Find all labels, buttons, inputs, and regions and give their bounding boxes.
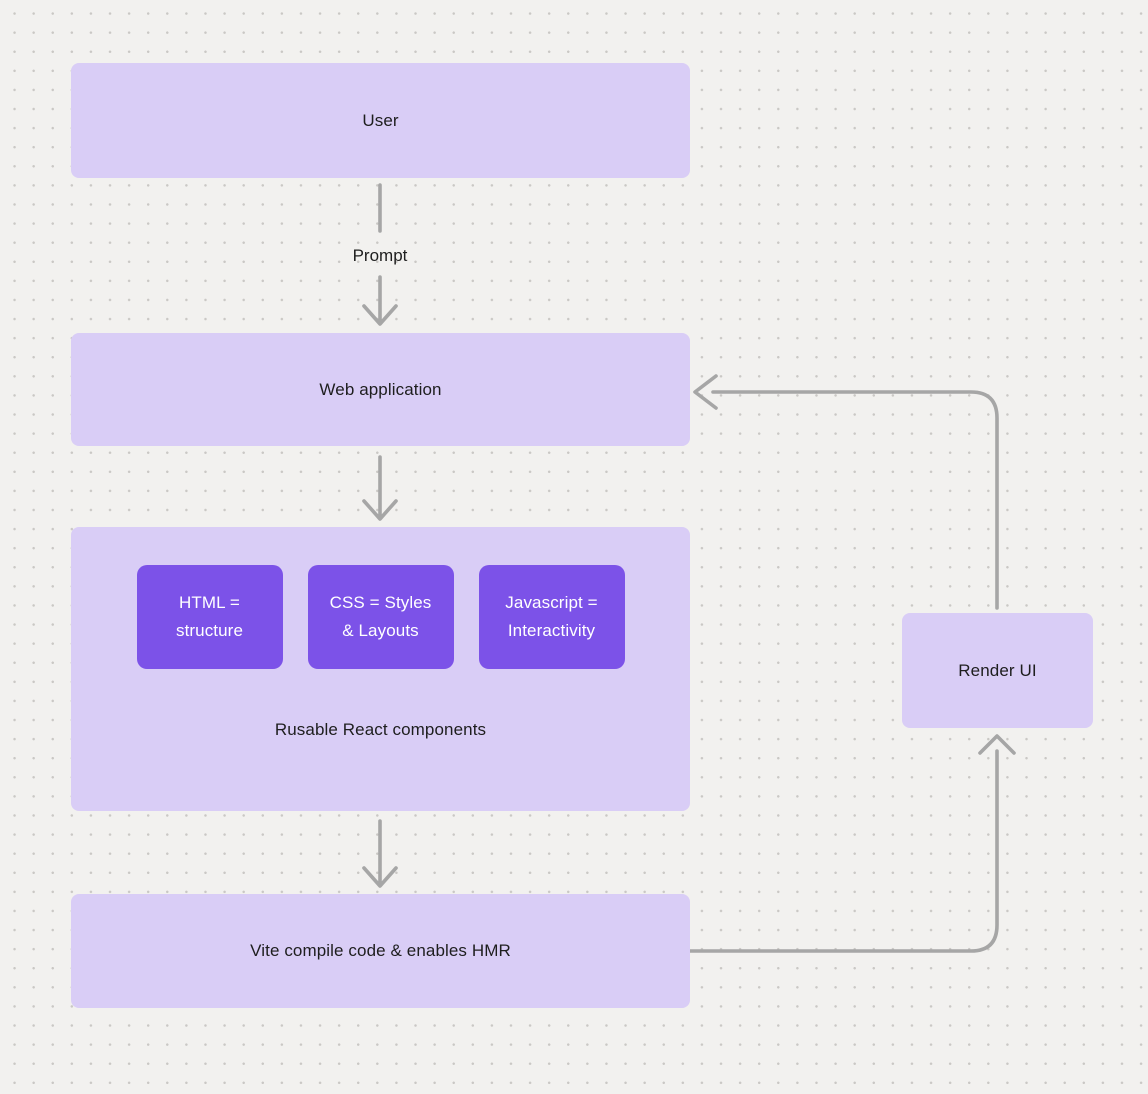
chip-javascript-line-1: Javascript = xyxy=(505,593,598,612)
arrow-components-to-vite xyxy=(362,819,398,888)
node-render-ui-label: Render UI xyxy=(958,660,1037,680)
arrow-webapp-to-components xyxy=(362,455,398,521)
chip-html-line-1: HTML = xyxy=(179,593,240,612)
connector-render-ui-to-webapp xyxy=(693,374,999,610)
node-components-group: HTML = structure CSS = Styles & Layouts … xyxy=(71,527,690,811)
arrow-prompt-to-webapp xyxy=(362,275,398,326)
chip-css: CSS = Styles & Layouts xyxy=(307,565,454,669)
chip-html-line-2: structure xyxy=(175,621,244,640)
node-vite-label: Vite compile code & enables HMR xyxy=(250,941,511,960)
node-user-label: User xyxy=(362,110,399,130)
chip-css-line-1: CSS = Styles xyxy=(329,593,432,612)
node-user: User xyxy=(71,63,690,178)
components-group-label: Rusable React components xyxy=(274,720,487,739)
chip-css-line-2: & Layouts xyxy=(342,621,419,640)
edge-label-prompt: Prompt xyxy=(352,246,408,265)
chip-javascript-line-2: Interactivity xyxy=(507,621,596,640)
chip-html: HTML = structure xyxy=(136,565,283,669)
components-chip-row: HTML = structure CSS = Styles & Layouts … xyxy=(71,565,690,669)
node-render-ui: Render UI xyxy=(902,613,1093,728)
node-vite: Vite compile code & enables HMR xyxy=(71,894,690,1008)
chip-javascript: Javascript = Interactivity xyxy=(478,565,625,669)
connector-vite-to-render-ui xyxy=(688,734,1016,953)
node-web-application: Web application xyxy=(71,333,690,446)
node-web-application-label: Web application xyxy=(319,379,442,399)
